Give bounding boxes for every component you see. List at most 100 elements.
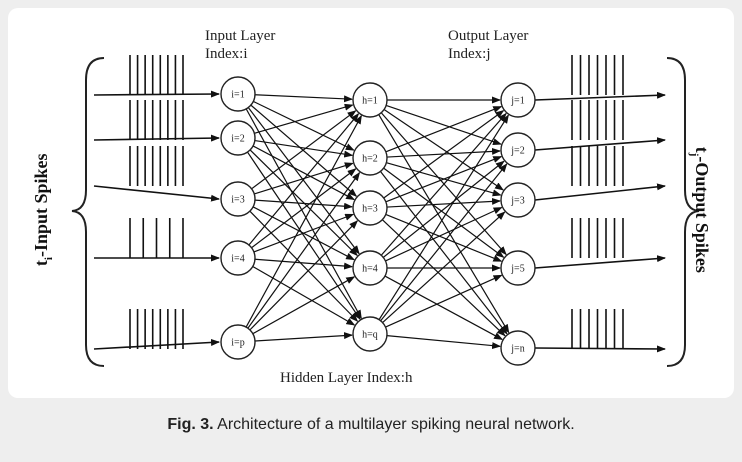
input-node-circle <box>220 181 256 217</box>
input-hidden-edge <box>254 94 354 103</box>
hidden-node-circle <box>352 82 388 118</box>
output-layer-title: Output Layer <box>448 28 529 44</box>
hidden-output-edge <box>385 106 503 153</box>
input-node-label: i=p <box>231 338 244 349</box>
input-node: i=4 <box>220 240 256 276</box>
output-node: j=n <box>500 330 536 366</box>
output-arrow <box>534 255 666 269</box>
hidden-layer-label: Hidden Layer Index:h <box>280 370 413 386</box>
input-node-circle <box>220 240 256 276</box>
hidden-node-circle <box>352 250 388 286</box>
output-node-circle <box>500 330 536 366</box>
input-hidden-edge <box>249 149 358 257</box>
hidden-node-label: h=1 <box>362 96 378 107</box>
input-node-circle <box>220 324 256 360</box>
input-node: i=1 <box>220 76 256 112</box>
input-hidden-edge <box>248 113 360 246</box>
input-hidden-edge <box>251 168 357 249</box>
output-node: j=2 <box>500 132 536 168</box>
hidden-node: h=3 <box>352 190 388 226</box>
input-hidden-edge <box>249 220 359 331</box>
input-arrow <box>93 90 220 98</box>
hidden-output-edge <box>382 211 506 324</box>
input-hidden-edge <box>252 145 355 201</box>
hidden-node: h=1 <box>352 82 388 118</box>
hidden-output-edge <box>386 335 502 350</box>
input-spikes-label: ti-Input Spikes <box>31 130 55 290</box>
hidden-output-edge <box>386 197 502 208</box>
input-hidden-edge <box>247 107 360 255</box>
hidden-output-edge <box>380 163 508 322</box>
input-hidden-edge <box>246 151 361 320</box>
output-spikes-label: tj-Output Spikes <box>688 130 712 290</box>
output-node: j=3 <box>500 182 536 218</box>
caption-text: Architecture of a multilayer spiking neu… <box>217 416 575 433</box>
input-hidden-edge <box>254 103 354 134</box>
input-node-label: i=2 <box>231 134 244 145</box>
input-node: i=p <box>220 324 256 360</box>
input-arrow <box>93 134 220 142</box>
output-spikes-text: -Output Spikes <box>691 156 712 273</box>
input-hidden-edge <box>245 114 362 328</box>
hidden-node: h=q <box>352 316 388 352</box>
input-hidden-edge <box>254 258 354 270</box>
output-node-circle <box>500 82 536 118</box>
hidden-output-edge <box>383 167 505 258</box>
input-spikes-sub: i <box>42 257 55 261</box>
hidden-output-edge <box>385 274 503 328</box>
input-hidden-edge <box>252 276 356 335</box>
hidden-output-edge <box>383 110 505 199</box>
output-node-label: j=1 <box>510 96 524 107</box>
output-arrow <box>534 91 666 101</box>
input-hidden-edge <box>249 210 359 322</box>
output-node-label: j=5 <box>510 264 524 275</box>
output-node: j=5 <box>500 250 536 286</box>
hidden-output-edge <box>385 213 503 262</box>
hidden-node: h=4 <box>352 250 388 286</box>
input-node-label: i=4 <box>231 254 244 265</box>
hidden-output-edge <box>382 160 505 258</box>
hidden-output-edge <box>381 219 506 337</box>
input-hidden-edge <box>245 108 362 320</box>
input-hidden-edge <box>253 100 355 151</box>
hidden-output-edge <box>385 156 503 203</box>
input-node: i=3 <box>220 181 256 217</box>
hidden-node-label: h=q <box>362 330 378 341</box>
hidden-node: h=2 <box>352 140 388 176</box>
hidden-output-edge <box>384 275 504 340</box>
hidden-node-circle <box>352 316 388 352</box>
output-node-label: j=n <box>510 344 524 355</box>
hidden-node-label: h=3 <box>362 204 378 215</box>
input-node-label: i=3 <box>231 195 244 206</box>
hidden-node-label: h=4 <box>362 264 378 275</box>
hidden-output-edge <box>385 104 502 145</box>
input-hidden-edge <box>247 171 361 329</box>
hidden-output-edge <box>385 206 503 262</box>
input-hidden-edge <box>254 332 354 342</box>
hidden-output-edge <box>378 114 510 334</box>
output-node-label: j=3 <box>510 196 524 207</box>
input-layer-index: Index:i <box>205 46 248 62</box>
output-node-label: j=2 <box>510 146 524 157</box>
output-arrow <box>534 137 666 151</box>
output-node-circle <box>500 182 536 218</box>
input-node: i=2 <box>220 120 256 156</box>
input-arrow <box>93 185 220 202</box>
hidden-node-circle <box>352 140 388 176</box>
input-hidden-edge <box>253 213 355 253</box>
right-brace <box>666 57 700 367</box>
output-node: j=1 <box>500 82 536 118</box>
output-arrow <box>534 345 666 353</box>
input-spikes-t: t <box>31 260 52 267</box>
input-hidden-edge <box>252 265 356 326</box>
figure-caption: Fig. 3. Architecture of a multilayer spi… <box>0 416 742 434</box>
hidden-output-edge <box>378 114 509 320</box>
input-node-circle <box>220 120 256 156</box>
output-node-circle <box>500 250 536 286</box>
output-node-circle <box>500 132 536 168</box>
input-hidden-edge <box>254 139 354 158</box>
input-hidden-edge <box>251 110 357 190</box>
left-brace <box>71 57 105 367</box>
